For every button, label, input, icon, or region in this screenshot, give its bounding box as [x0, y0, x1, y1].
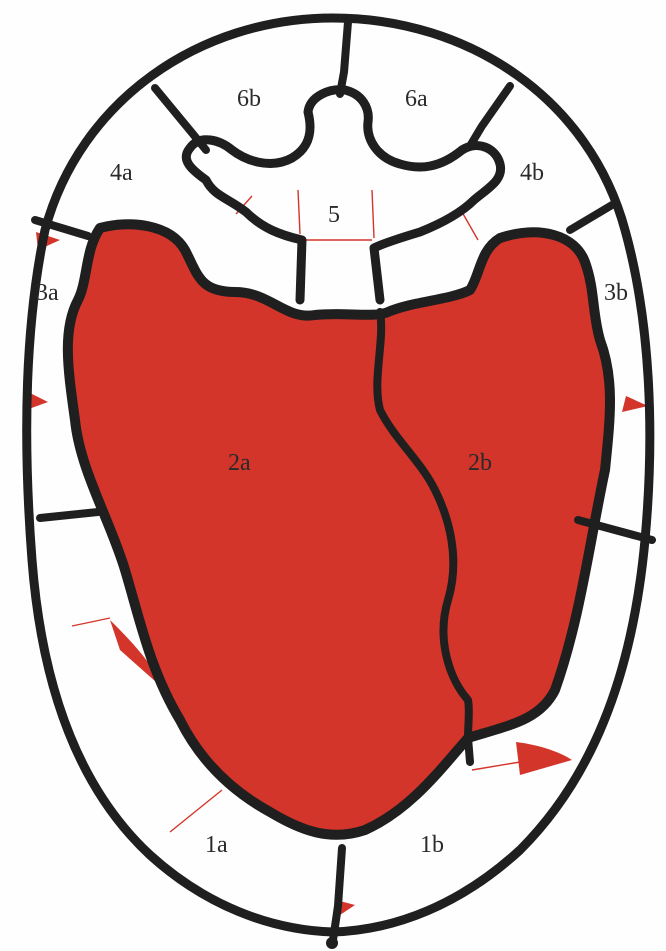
- label-1a: 1a: [205, 832, 228, 858]
- label-4b: 4b: [520, 160, 544, 186]
- label-6b: 6b: [237, 86, 261, 112]
- label-6a: 6a: [405, 86, 428, 112]
- bottom-stem-dot: [326, 937, 338, 949]
- label-1b: 1b: [420, 832, 444, 858]
- label-3a: 3a: [36, 280, 59, 306]
- label-2b: 2b: [468, 450, 492, 476]
- label-5: 5: [328, 202, 340, 228]
- label-4a: 4a: [110, 160, 133, 186]
- label-3b: 3b: [604, 280, 628, 306]
- label-2a: 2a: [228, 450, 251, 476]
